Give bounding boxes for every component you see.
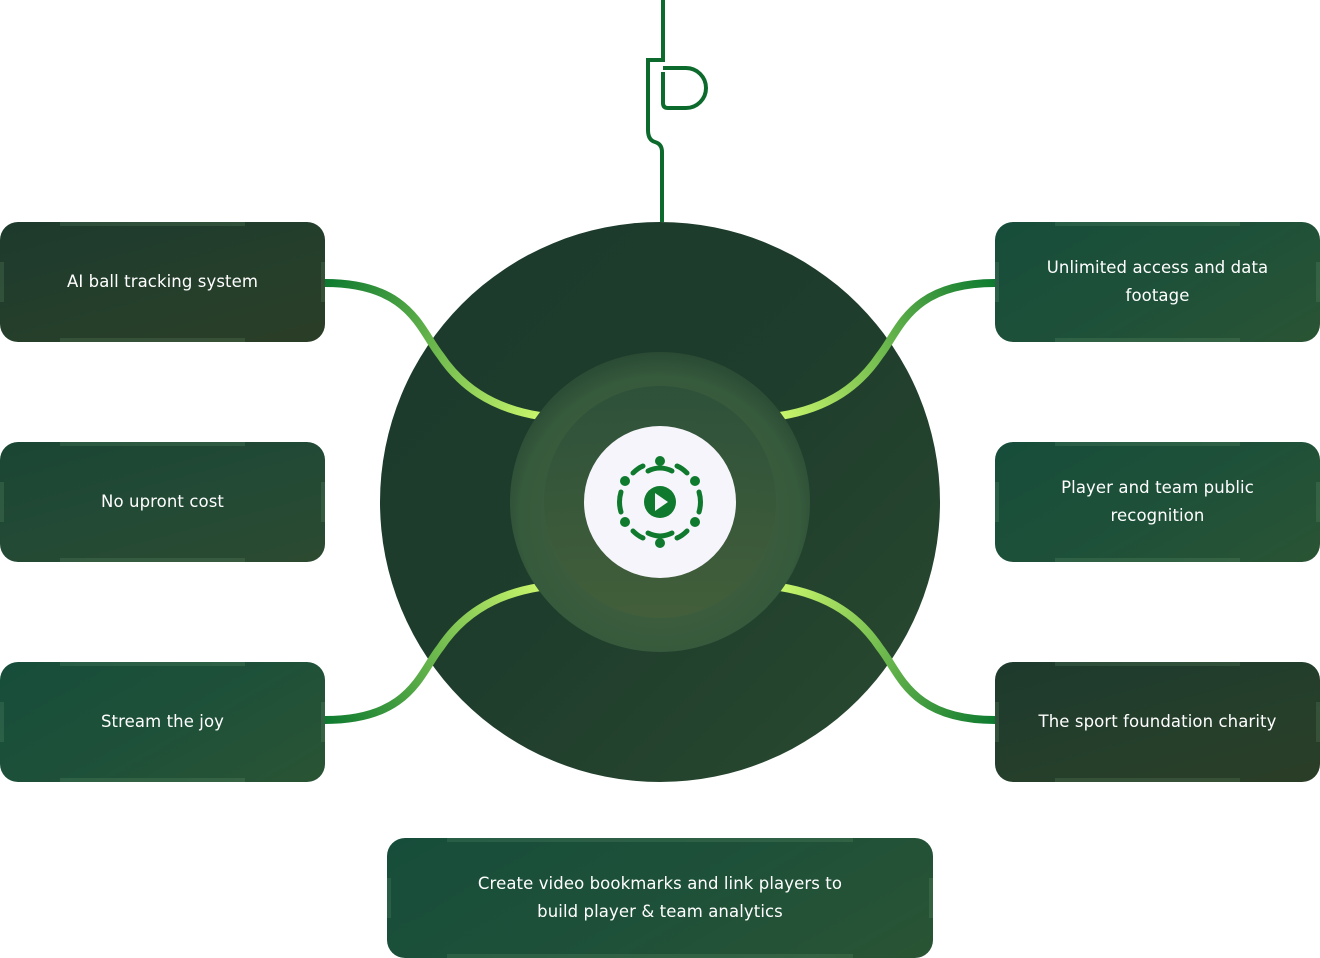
node-right-bottom-label: The sport foundation charity [1038,712,1277,731]
node-right-top: Unlimited access and data footage [995,222,1320,342]
node-left-mid-label: No upront cost [101,492,224,511]
connector-right-top [779,279,996,420]
node-left-top: AI ball tracking system [0,222,325,342]
node-right-mid-label: Player and team public recognition [1061,478,1254,525]
node-left-bottom: Stream the joy [0,662,325,782]
connector-left-top [324,279,541,420]
connector-right-bottom [779,583,996,724]
node-right-top-label: Unlimited access and data footage [1046,258,1269,305]
node-left-bottom-label: Stream the joy [100,712,225,731]
node-right-mid: Player and team public recognition [995,442,1320,562]
node-left-mid: No upront cost [0,442,325,562]
node-right-bottom: The sport foundation charity [995,662,1320,782]
node-bottom: Create video bookmarks and link players … [387,838,933,958]
hook-connector-icon [646,0,708,222]
node-left-top-label: AI ball tracking system [66,272,259,291]
team-play-icon [617,456,703,548]
node-bottom-label: Create video bookmarks and link players … [477,874,843,921]
connector-left-bottom [324,583,541,724]
